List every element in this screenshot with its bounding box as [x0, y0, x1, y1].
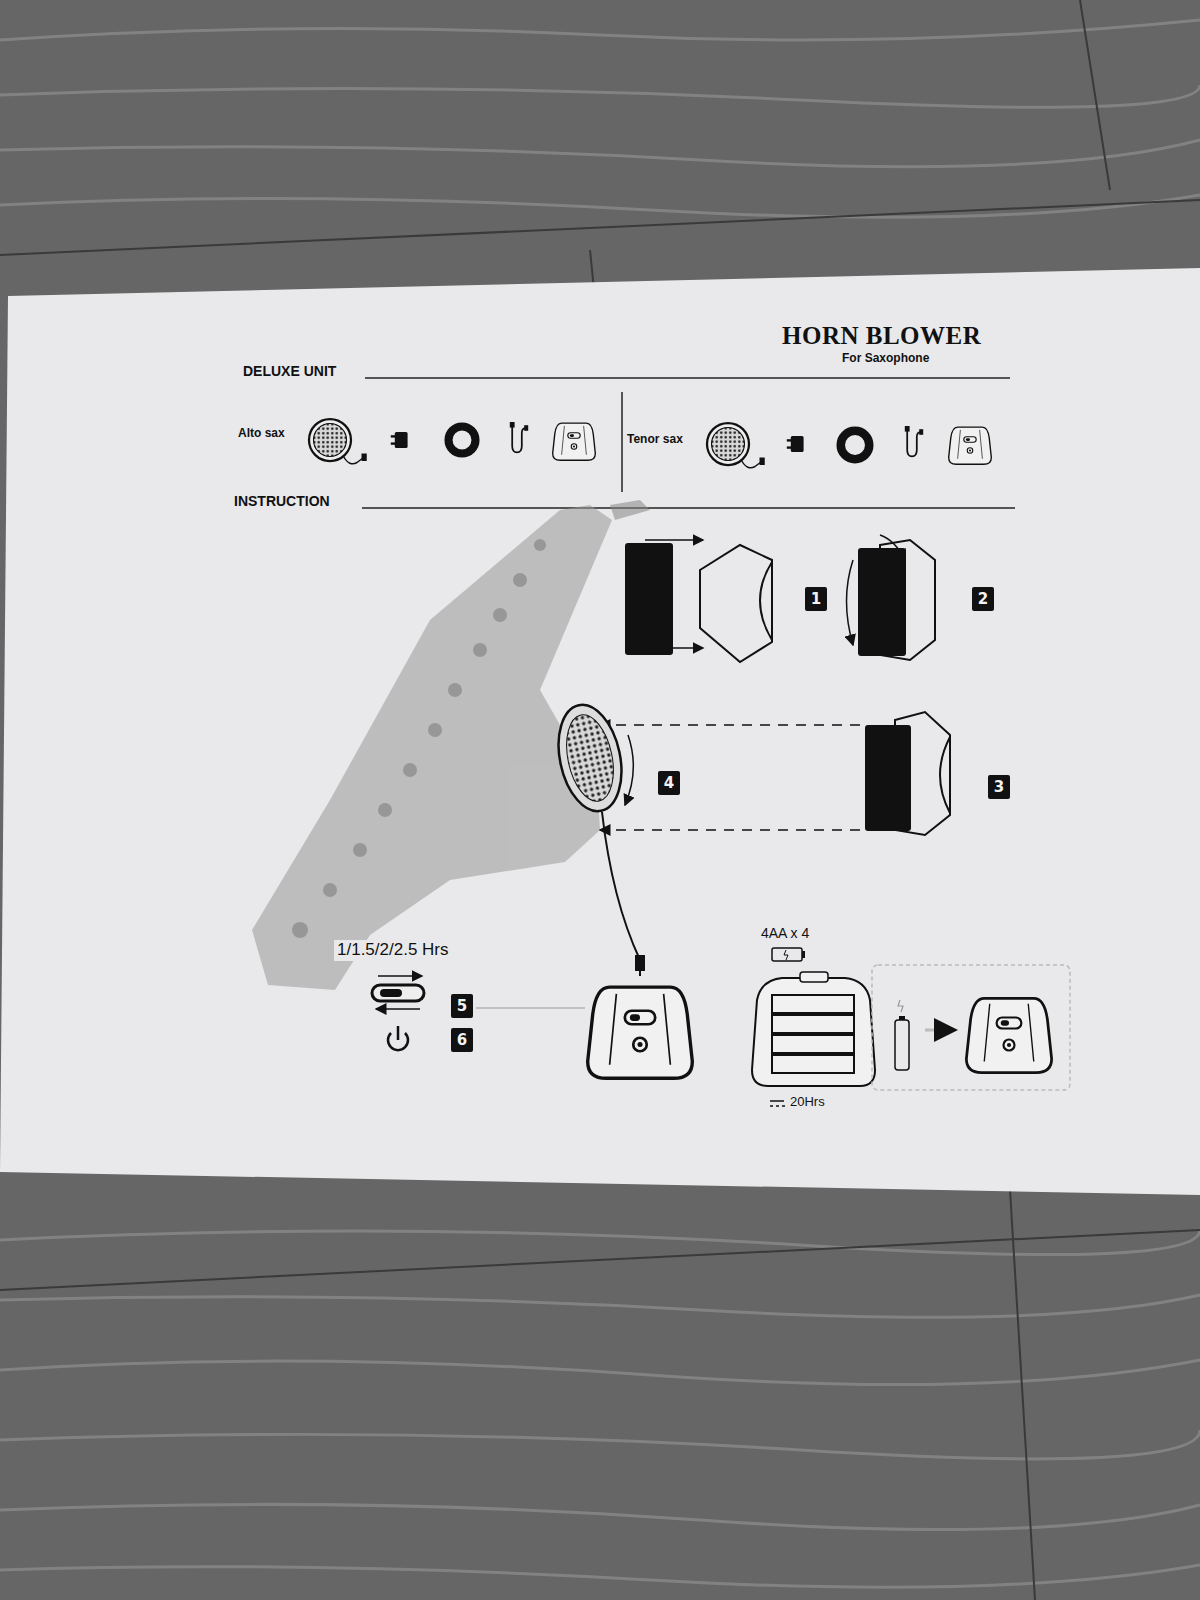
battery-label: 4AA x 4: [761, 926, 809, 941]
battery-panel: [872, 965, 1070, 1090]
control-box: [588, 987, 693, 1078]
callout-number: 4: [658, 771, 680, 795]
callout-number: 2: [972, 587, 994, 611]
callout-number: 5: [451, 994, 473, 1018]
callout-number: 6: [451, 1028, 473, 1052]
step-1-figure: [625, 540, 772, 662]
part-label: Tenor sax: [627, 433, 683, 446]
step-3-figure: [600, 712, 950, 835]
paper-sheet: [0, 268, 1200, 1195]
saxophone-illustration: [252, 500, 650, 990]
parts-row: [309, 419, 991, 468]
divider: [621, 392, 623, 492]
section-heading: DELUXE UNIT: [243, 364, 336, 379]
rule: [365, 377, 1010, 379]
subtitle: For Saxophone: [842, 352, 929, 365]
rule: [362, 507, 1015, 509]
part-label: Alto sax: [238, 427, 285, 440]
callout-number: 1: [805, 587, 827, 611]
timer-switch-figure: [372, 976, 585, 1050]
step-4-figure: [549, 699, 645, 976]
timer-label: 1/1.5/2/2.5 Hrs: [334, 940, 452, 961]
runtime-label: 20Hrs: [790, 1095, 825, 1109]
section-heading: INSTRUCTION: [234, 494, 330, 509]
control-box: [966, 998, 1051, 1072]
battery-figure: [752, 948, 875, 1106]
title: HORN BLOWER: [782, 322, 981, 350]
callout-number: 3: [988, 775, 1010, 799]
step-2-figure: [847, 535, 936, 660]
